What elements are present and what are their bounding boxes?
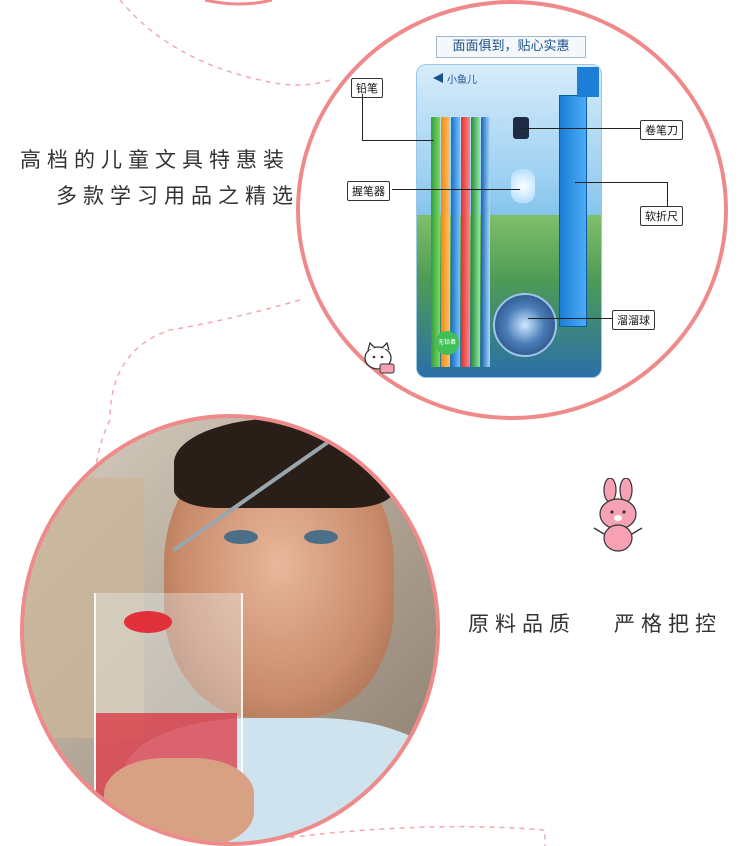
- scientist-hair: [174, 418, 394, 508]
- lead-free-badge: 无铅毒: [435, 331, 459, 355]
- scientist-eye: [304, 530, 338, 544]
- brand-name: 小鱼儿: [447, 75, 477, 86]
- fish-logo-icon: [433, 73, 443, 83]
- leader-ruler-h: [575, 182, 667, 183]
- top-arc: [204, 0, 273, 6]
- red-powder: [124, 611, 172, 633]
- background-shelf: [24, 478, 144, 738]
- slogan-line-2: 多款学习用品之精选: [56, 184, 299, 208]
- slogan-line-1: 高档的儿童文具特惠装: [20, 148, 290, 172]
- leader-grip: [392, 189, 520, 190]
- rabbit-doodle-icon: [582, 477, 654, 556]
- cat-doodle-icon: [360, 340, 400, 374]
- leader-pencil-v: [362, 94, 363, 140]
- callout-yoyo: 溜溜球: [612, 310, 655, 330]
- ruler-tag: [577, 67, 599, 97]
- leader-ruler-v: [667, 182, 668, 206]
- callout-sharpener: 卷笔刀: [640, 120, 683, 140]
- leader-yoyo: [528, 318, 612, 319]
- callout-grip: 握笔器: [347, 181, 390, 201]
- dashed-line-top: [119, 0, 331, 86]
- lab-photo-circle: [20, 414, 440, 846]
- pencil: [441, 117, 450, 367]
- pencil: [431, 117, 440, 367]
- folding-ruler: [559, 95, 587, 327]
- scientist-hand: [104, 758, 254, 842]
- product-header-label: 面面俱到，贴心实惠: [436, 36, 586, 58]
- pencil: [451, 117, 460, 367]
- callout-pencil: 铅笔: [351, 78, 383, 98]
- pencil: [461, 117, 470, 367]
- dashed-line-middle: [109, 299, 301, 421]
- quality-text: 原料品质 严格把控: [468, 612, 723, 636]
- callout-ruler: 软折尺: [640, 206, 683, 226]
- yoyo: [493, 293, 557, 357]
- leader-pencil-h: [362, 140, 434, 141]
- scientist-eye: [224, 530, 258, 544]
- stationery-package: 小鱼儿 无铅毒: [416, 64, 602, 378]
- leader-sharpener: [520, 128, 640, 129]
- pencil: [471, 117, 480, 367]
- pencil-grip: [511, 169, 535, 203]
- pencil: [481, 117, 490, 367]
